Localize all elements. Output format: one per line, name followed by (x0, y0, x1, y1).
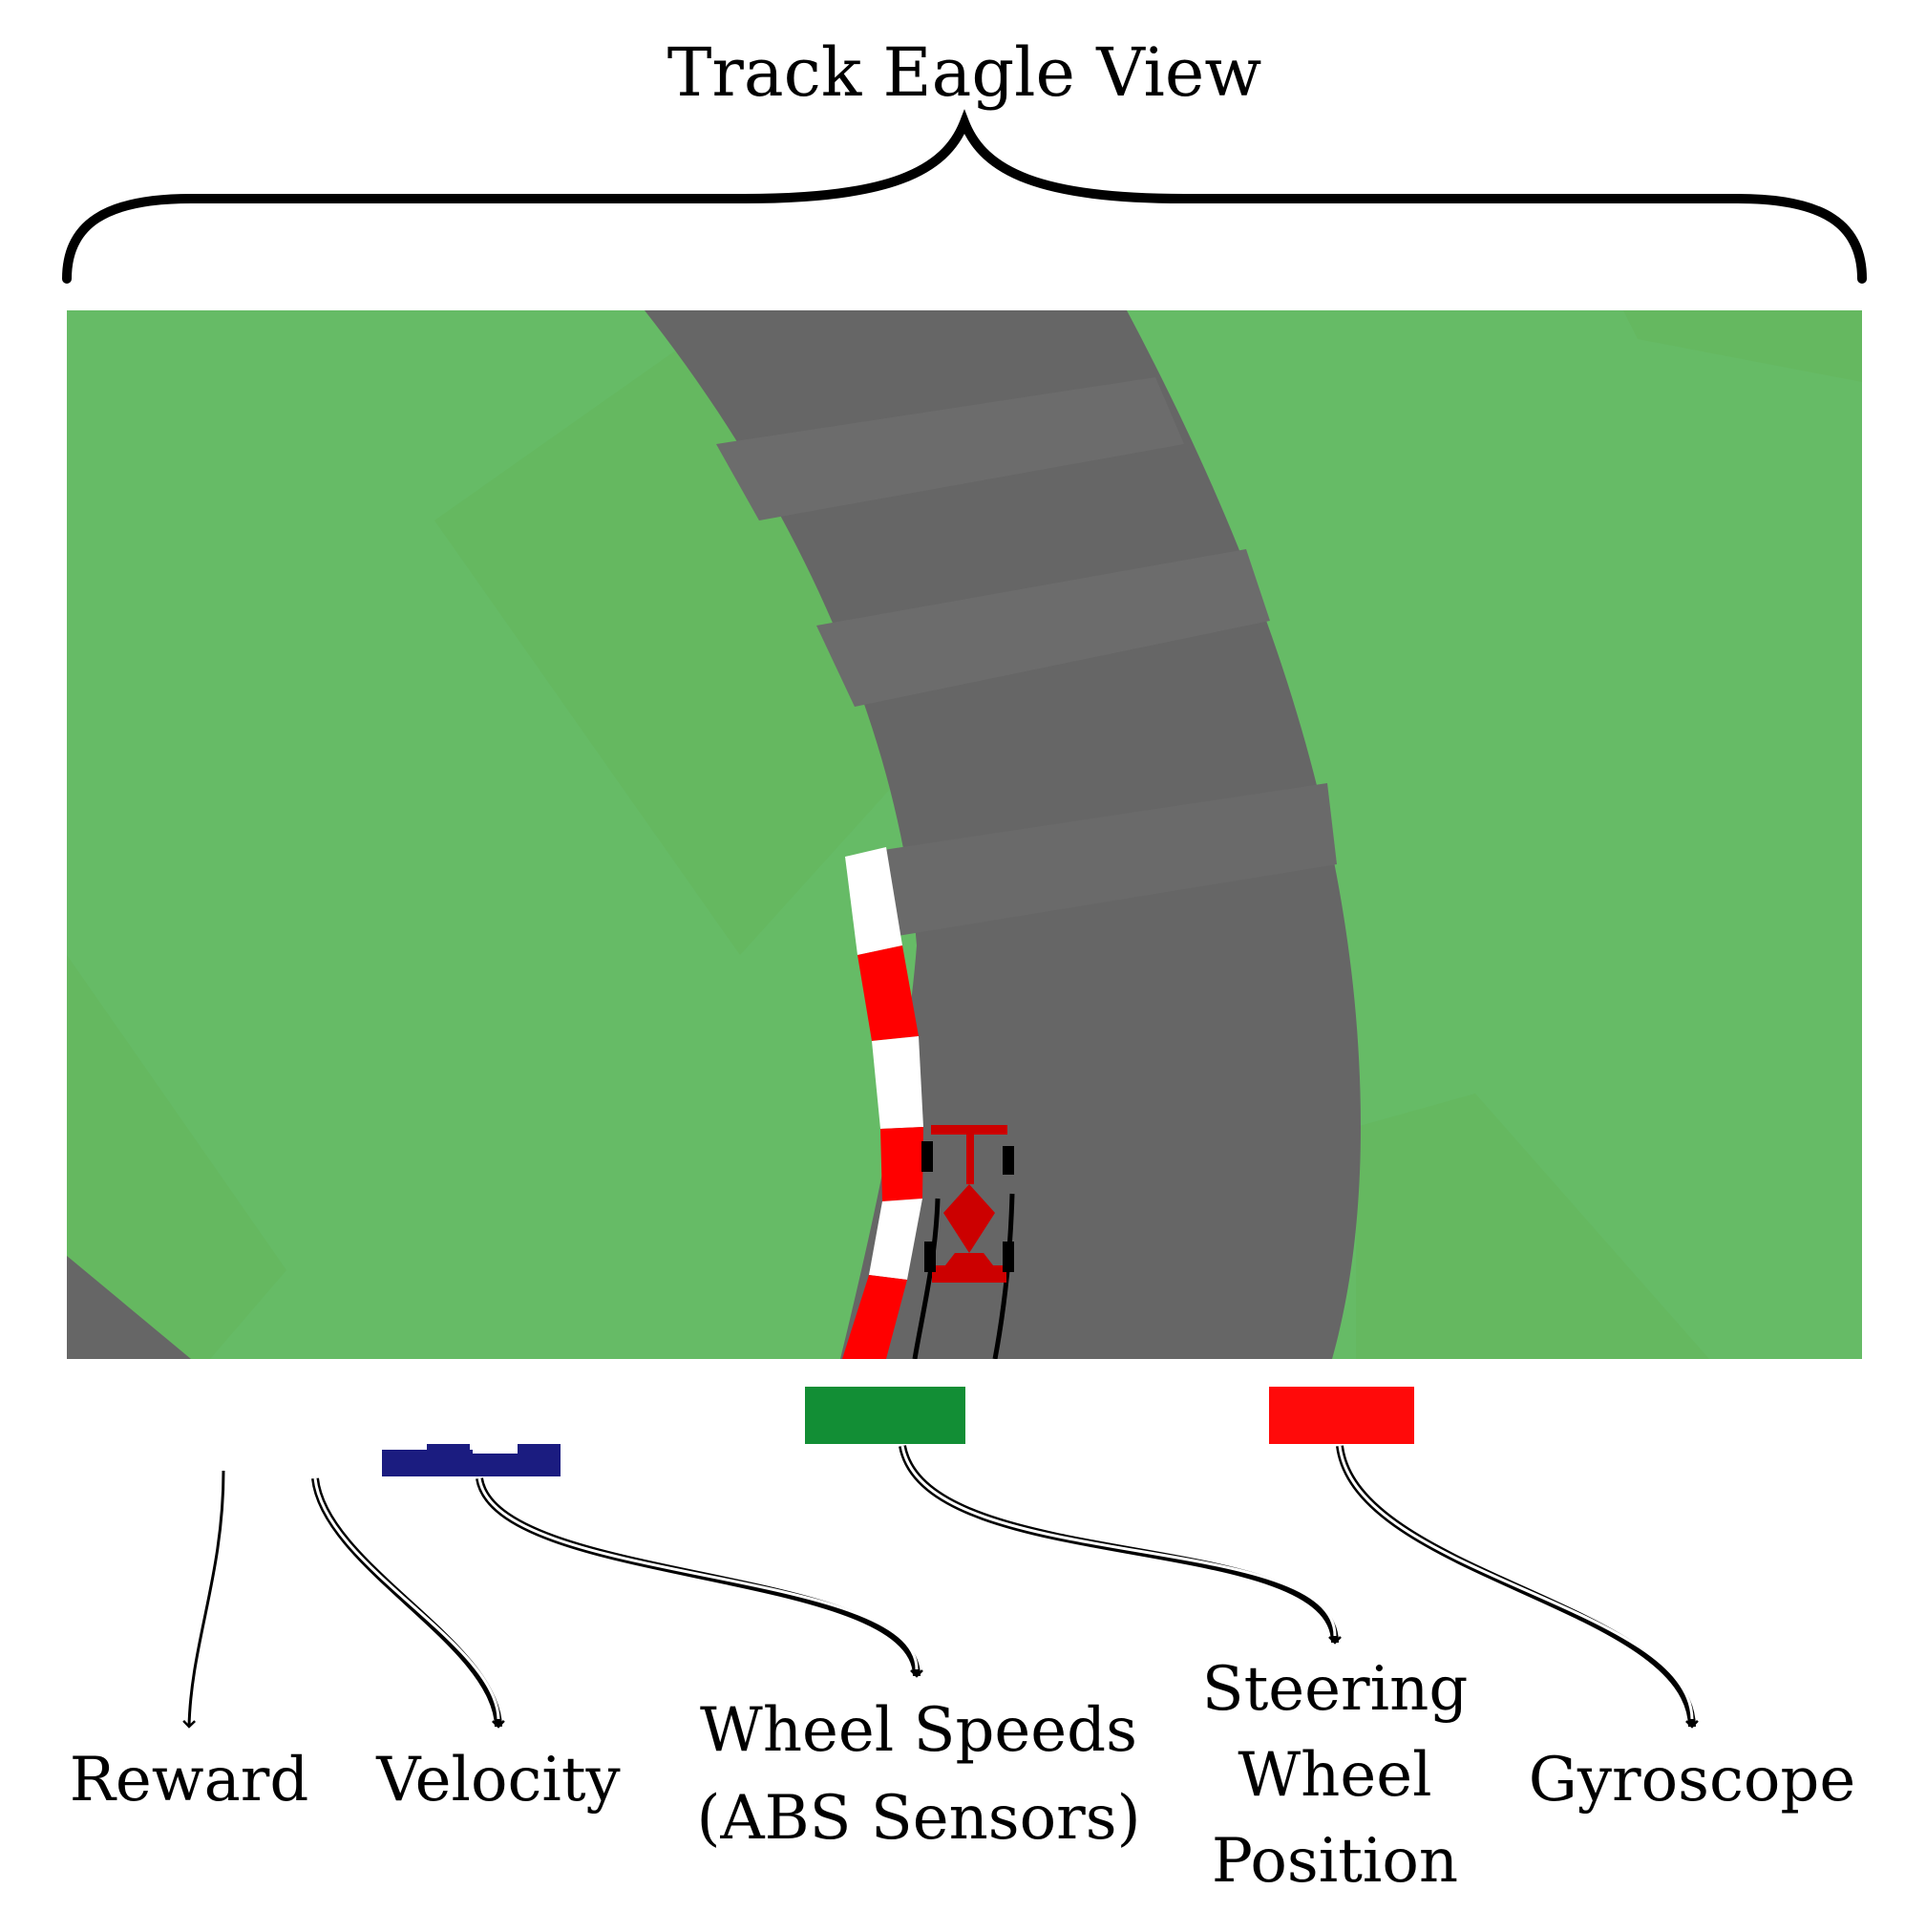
label-gyroscope: Gyroscope (1529, 1745, 1855, 1815)
track-view (67, 310, 1862, 1359)
label-steering-line2: Wheel (1238, 1740, 1431, 1811)
velocity-bar (291, 1444, 337, 1477)
label-velocity: Velocity (375, 1745, 620, 1815)
reward-connector (182, 1470, 225, 1729)
abs-bar-3 (473, 1454, 561, 1476)
curb (842, 847, 923, 1359)
label-reward: Reward (70, 1745, 309, 1815)
grass-tile (1356, 1093, 1709, 1359)
abs-bar-1 (382, 1450, 473, 1476)
abs-bar-4 (518, 1444, 561, 1455)
label-steering-line1: Steering (1202, 1654, 1469, 1725)
race-car (921, 1125, 1014, 1283)
label-wheel-speeds-line2: (ABS Sensors) (696, 1783, 1140, 1854)
abs-bar-2 (427, 1444, 470, 1452)
velocity-connector (311, 1477, 505, 1729)
reward-score: 0474 (110, 1391, 305, 1479)
label-wheel-speeds-line1: Wheel Speeds (700, 1695, 1137, 1766)
grass-tile (1623, 310, 1862, 382)
figure-title: Track Eagle View (667, 33, 1262, 112)
track-road-corner (67, 1256, 191, 1359)
label-steering-line3: Position (1212, 1826, 1458, 1897)
track-segment (883, 783, 1337, 936)
wheel-speeds-connector (476, 1477, 923, 1678)
grass-tile (67, 955, 286, 1359)
skid-mark (992, 1193, 1015, 1359)
track-segment (816, 549, 1270, 707)
grass-tile (434, 315, 964, 955)
gyroscope-bar (1269, 1387, 1414, 1444)
skid-mark (912, 1198, 941, 1359)
steering-bar (805, 1387, 965, 1444)
steering-connector (899, 1445, 1342, 1645)
track-segment (716, 377, 1184, 520)
gyroscope-connector (1336, 1445, 1699, 1729)
top-brace (62, 109, 1867, 284)
